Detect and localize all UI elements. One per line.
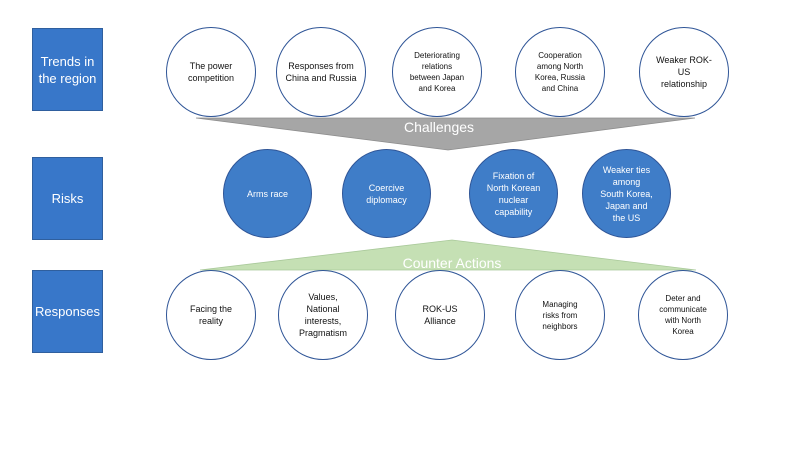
trends-side-label: Trends in the region <box>38 53 97 86</box>
trend-circle-japan-korea: Deteriorating relations between Japan an… <box>392 27 482 117</box>
response-circle-deter-communicate: Deter and communicate with North Korea <box>638 270 728 360</box>
risk-label: Weaker ties among South Korea, Japan and… <box>600 164 653 223</box>
trend-label: Responses from China and Russia <box>285 61 357 83</box>
risk-circle-weaker-ties: Weaker ties among South Korea, Japan and… <box>582 149 671 238</box>
risk-label: Coercive diplomacy <box>366 182 407 205</box>
trend-label: Cooperation among North Korea, Russia an… <box>534 51 586 93</box>
trend-label: Deteriorating relations between Japan an… <box>409 51 465 93</box>
trend-circle-power-competition: The power competition <box>166 27 256 117</box>
counter-actions-banner <box>199 239 697 271</box>
trend-label: The power competition <box>187 61 235 83</box>
trends-side-box: Trends in the region <box>32 28 103 111</box>
response-circle-managing-risks: Managing risks from neighbors <box>515 270 605 360</box>
response-circle-values: Values, National interests, Pragmatism <box>278 270 368 360</box>
risks-side-box: Risks <box>32 157 103 240</box>
response-circle-facing-reality: Facing the reality <box>166 270 256 360</box>
response-label: Values, National interests, Pragmatism <box>298 292 347 338</box>
risk-circle-nuclear-fixation: Fixation of North Korean nuclear capabil… <box>469 149 558 238</box>
risk-label: Fixation of North Korean nuclear capabil… <box>486 170 541 217</box>
trend-circle-china-russia: Responses from China and Russia <box>276 27 366 117</box>
responses-side-box: Responses <box>32 270 103 353</box>
risk-circle-arms-race: Arms race <box>223 149 312 238</box>
risk-circle-coercive-diplomacy: Coercive diplomacy <box>342 149 431 238</box>
trend-label: Weaker ROK-US relationship <box>656 55 712 89</box>
response-label: Deter and communicate with North Korea <box>659 294 707 336</box>
risk-label: Arms race <box>246 188 288 199</box>
response-label: Facing the reality <box>189 304 233 326</box>
risks-side-label: Risks <box>51 191 84 206</box>
response-label: Managing risks from neighbors <box>542 299 578 331</box>
challenges-banner <box>195 117 696 151</box>
responses-side-label: Responses <box>34 304 101 319</box>
trend-circle-cooperation: Cooperation among North Korea, Russia an… <box>515 27 605 117</box>
trend-circle-rok-us: Weaker ROK-US relationship <box>639 27 729 117</box>
response-circle-rok-us-alliance: ROK-US Alliance <box>395 270 485 360</box>
response-label: ROK-US Alliance <box>422 304 458 326</box>
